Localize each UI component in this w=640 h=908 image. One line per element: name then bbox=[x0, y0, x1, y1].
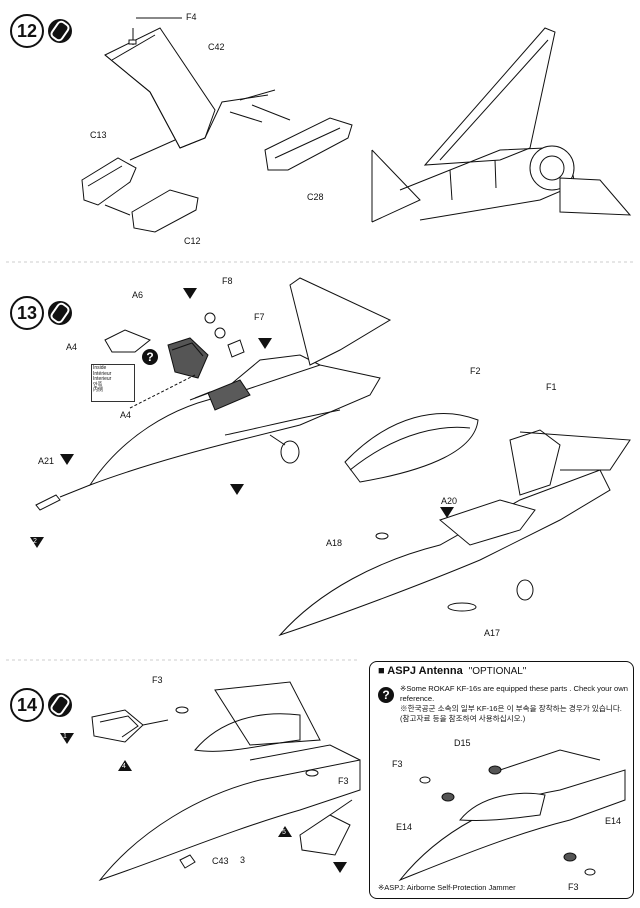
aspj-note-ko: ※한국공군 소속의 일부 KF-16은 이 부속을 장착하는 경우가 있습니다.… bbox=[400, 704, 622, 723]
callout-number: 1 bbox=[63, 733, 67, 740]
aspj-title-text: ASPJ Antenna bbox=[387, 665, 463, 677]
part-label: E14 bbox=[605, 816, 622, 826]
cement-icon bbox=[48, 300, 72, 326]
aspj-footnote: ※ASPJ: Airborne Self-Protection Jammer bbox=[378, 883, 516, 892]
part-label: A21 bbox=[38, 456, 55, 466]
part-label: C42 bbox=[208, 42, 225, 52]
step-13-header: 13 bbox=[10, 296, 72, 330]
part-label: C13 bbox=[90, 130, 107, 140]
part-label: D15 bbox=[454, 738, 471, 748]
part-label: A4 bbox=[120, 410, 132, 420]
part-label: C12 bbox=[184, 236, 201, 246]
paint-triangle-icon bbox=[440, 507, 454, 518]
part-label: F4 bbox=[186, 12, 197, 22]
part-label: A6 bbox=[132, 290, 144, 300]
step14-fuselage-drawing bbox=[91, 681, 626, 882]
inside-note-line: Inside bbox=[93, 365, 107, 371]
part-label: F8 bbox=[222, 276, 233, 286]
inside-note-line: 内侧 bbox=[93, 387, 104, 393]
aspj-note: ※Some ROKAF KF-16s are equipped these pa… bbox=[400, 684, 630, 724]
paint-triangle-icon bbox=[183, 288, 197, 299]
paint-triangle-icon bbox=[258, 338, 272, 349]
question-icon: ? bbox=[142, 349, 158, 365]
part-label: C43 bbox=[212, 856, 229, 866]
part-label: F2 bbox=[470, 366, 481, 376]
step-number: 14 bbox=[10, 688, 44, 722]
part-label: C28 bbox=[307, 192, 324, 202]
part-label: F3 bbox=[392, 759, 403, 769]
inside-note-line: Intérieur bbox=[93, 370, 112, 377]
inside-note-line: Interieur bbox=[93, 376, 112, 382]
part-label: A18 bbox=[326, 538, 343, 548]
part-label: F3 bbox=[568, 882, 579, 892]
paint-triangle-icon bbox=[230, 484, 244, 495]
part-label: F7 bbox=[254, 312, 265, 322]
cement-icon bbox=[48, 692, 72, 718]
aspj-optional-tag: "OPTIONAL" bbox=[468, 666, 527, 677]
paint-triangle-icon bbox=[60, 454, 74, 465]
paint-triangle-icon bbox=[30, 537, 44, 548]
callout-number: 3 bbox=[240, 855, 246, 865]
step13-fuselage-drawing bbox=[35, 277, 631, 637]
part-label: F3 bbox=[338, 776, 349, 786]
step-number: 13 bbox=[10, 296, 44, 330]
step-14-header: 14 bbox=[10, 688, 72, 722]
part-label: F1 bbox=[546, 382, 557, 392]
aspj-optional-box: ■ ASPJ Antenna"OPTIONAL" ? ※Some ROKAF K… bbox=[369, 661, 634, 899]
paint-triangle-icon bbox=[278, 826, 292, 837]
part-label: F3 bbox=[152, 675, 163, 685]
part-label: A4 bbox=[66, 342, 78, 352]
part-label: A17 bbox=[484, 628, 501, 638]
question-icon: ? bbox=[378, 687, 394, 703]
step-12-header: 12 bbox=[10, 14, 72, 48]
callout-number: 2 bbox=[33, 538, 37, 545]
step-number: 12 bbox=[10, 14, 44, 48]
part-label: A20 bbox=[441, 496, 458, 506]
aspj-title: ■ ASPJ Antenna"OPTIONAL" bbox=[378, 665, 527, 677]
part-label: E14 bbox=[396, 822, 413, 832]
inside-note-box: Inside Intérieur Interieur 안쪽 内侧 bbox=[91, 364, 135, 402]
paint-triangle-icon bbox=[333, 862, 347, 873]
aspj-note-en: ※Some ROKAF KF-16s are equipped these pa… bbox=[400, 684, 628, 703]
step12-tail-drawing bbox=[81, 17, 632, 233]
callout-number: 5 bbox=[282, 829, 286, 836]
callout-number: 4 bbox=[122, 763, 126, 770]
cement-icon bbox=[48, 18, 72, 44]
inside-note-line: 안쪽 bbox=[93, 381, 103, 388]
paint-triangle-icon bbox=[118, 760, 132, 771]
paint-triangle-icon bbox=[60, 733, 74, 744]
